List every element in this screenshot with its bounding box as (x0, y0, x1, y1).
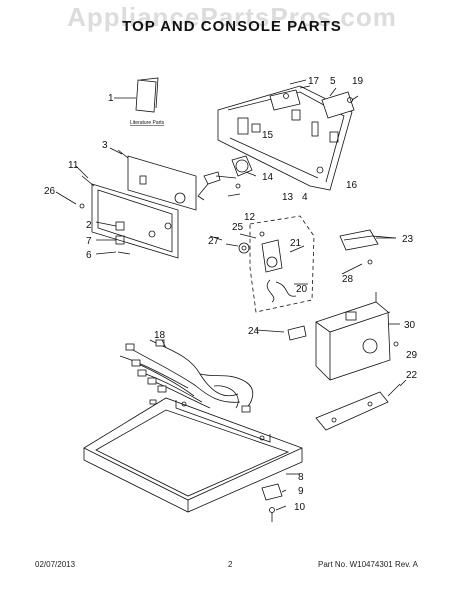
footer-part-number: Part No. W10474301 (318, 560, 393, 569)
top-panel (83, 397, 303, 513)
callout-16: 16 (346, 180, 358, 191)
callout-29: 29 (406, 350, 418, 361)
callout-14: 14 (262, 172, 274, 183)
literature-label: Literature Parts (130, 120, 165, 126)
callout-26: 26 (44, 186, 56, 197)
console-panel (217, 85, 353, 191)
literature-booklet (114, 77, 159, 113)
footer-page-number: 2 (228, 560, 233, 569)
callout-20: 20 (296, 284, 308, 295)
callout-5: 5 (330, 76, 336, 87)
console-bracket (269, 79, 359, 119)
callouts: 1 2 3 4 5 6 7 8 9 10 11 12 13 14 15 16 1… (44, 76, 418, 513)
small-fasteners (95, 221, 131, 255)
callout-22: 22 (406, 370, 418, 381)
wire-harness (119, 339, 254, 413)
callout-30: 30 (404, 320, 416, 331)
callout-19: 19 (352, 76, 364, 87)
callout-27: 27 (208, 236, 220, 247)
callout-21: 21 (290, 238, 302, 249)
front-console (117, 149, 197, 211)
callout-10: 10 (294, 502, 306, 513)
filter-cover (339, 229, 397, 265)
watermark: AppliancePartsPros.com (67, 2, 397, 32)
callout-11: 11 (68, 160, 79, 171)
callout-1: 1 (108, 93, 114, 104)
callout-24: 24 (248, 326, 260, 337)
callout-25: 25 (232, 222, 244, 233)
switch-parts (238, 231, 297, 303)
callout-28: 28 (342, 274, 354, 285)
timer-knob (197, 155, 253, 201)
callout-2: 2 (86, 220, 92, 231)
footer-date: 02/07/2013 (35, 560, 76, 569)
overlay-panel (79, 175, 179, 259)
leader-lines (55, 85, 407, 511)
callout-12: 12 (244, 212, 256, 223)
hinge-bracket (315, 383, 401, 431)
callout-15: 15 (262, 130, 274, 141)
callout-23: 23 (402, 234, 414, 245)
page-title: TOP AND CONSOLE PARTS (122, 18, 342, 35)
callout-13: 13 (282, 192, 294, 203)
callout-6: 6 (86, 250, 92, 261)
duct-housing (287, 292, 399, 381)
callout-7: 7 (86, 236, 92, 247)
callout-18: 18 (154, 330, 166, 341)
callout-9: 9 (298, 486, 304, 497)
switch-assembly (249, 215, 315, 313)
callout-3: 3 (102, 140, 108, 151)
callout-17: 17 (308, 76, 320, 87)
hinge-and-screw (261, 483, 283, 522)
footer-revision: Rev. A (395, 560, 418, 569)
callout-8: 8 (298, 472, 304, 483)
callout-4: 4 (302, 192, 308, 203)
